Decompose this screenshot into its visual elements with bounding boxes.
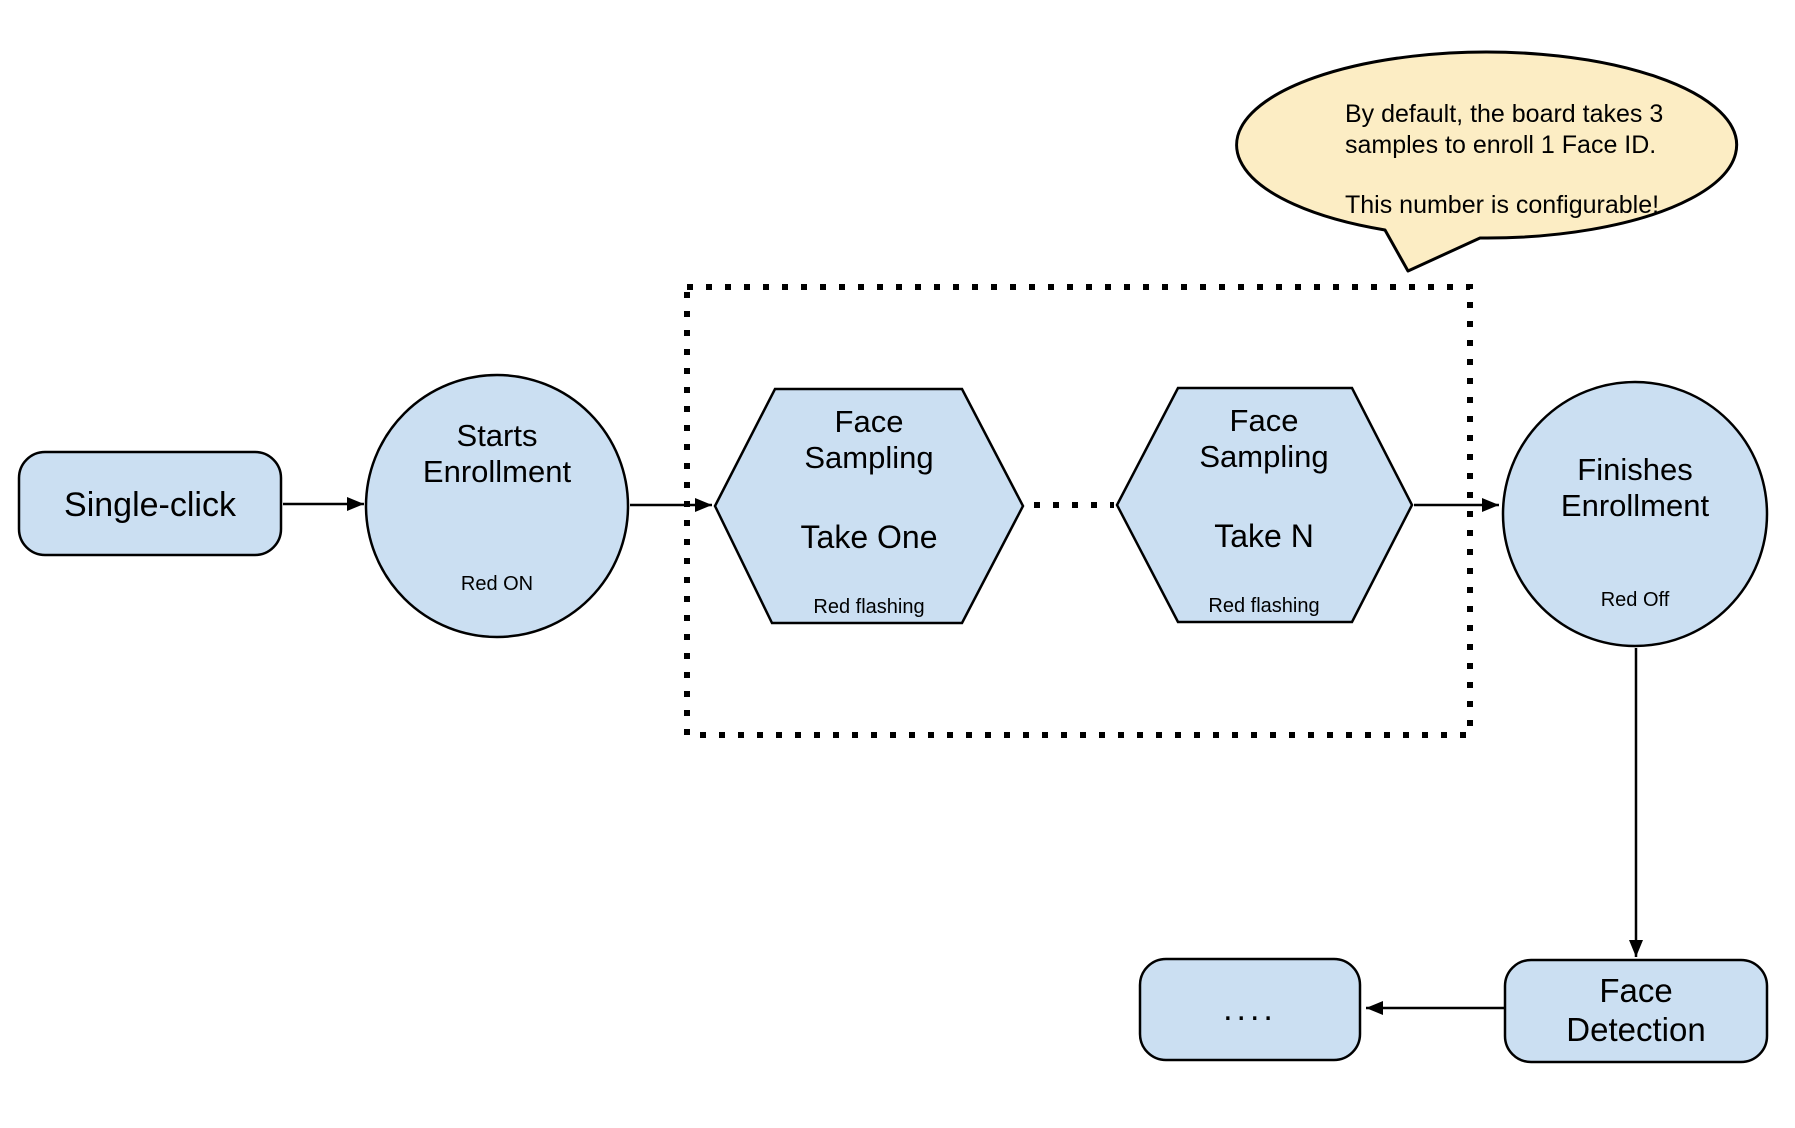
continuation-node: .... — [1138, 957, 1362, 1062]
face-detection-node: Face Detection — [1503, 958, 1769, 1064]
face-sampling-take-one-take: Take One — [801, 519, 938, 555]
callout-bubble: By default, the board takes 3 samples to… — [1235, 50, 1739, 273]
face-detection-label-line2: Detection — [1566, 1011, 1705, 1048]
continuation-label: .... — [1223, 990, 1277, 1028]
single-click-label: Single-click — [64, 486, 237, 524]
finishes-enrollment-status: Red Off — [1601, 589, 1670, 611]
face-sampling-take-one-line2: Sampling — [804, 440, 933, 475]
face-sampling-take-one-node: Face Sampling Take One Red flashing — [713, 387, 1025, 625]
face-sampling-take-n-line1: Face — [1230, 403, 1299, 438]
face-sampling-take-one-line1: Face — [835, 404, 904, 439]
face-detection-label-line1: Face — [1599, 972, 1672, 1009]
starts-enrollment-label-line1: Starts — [457, 418, 538, 453]
face-sampling-take-n-node: Face Sampling Take N Red flashing — [1115, 386, 1414, 624]
continuation-shape — [1138, 957, 1362, 1062]
face-sampling-take-one-shape — [713, 387, 1025, 625]
starts-enrollment-node: Starts Enrollment Red ON — [364, 373, 630, 639]
starts-enrollment-shape — [364, 373, 630, 639]
single-click-shape — [17, 450, 283, 557]
callout-line-2: samples to enroll 1 Face ID. — [1345, 131, 1656, 159]
single-click-node: Single-click — [17, 450, 283, 557]
starts-enrollment-label-line2: Enrollment — [423, 454, 572, 489]
sampling-loop-dotted-border — [684, 284, 1473, 738]
face-sampling-take-n-take: Take N — [1214, 518, 1314, 554]
face-sampling-take-n-status: Red flashing — [1208, 595, 1319, 617]
finishes-enrollment-label-line2: Enrollment — [1561, 488, 1710, 523]
face-sampling-take-n-shape — [1115, 386, 1414, 624]
finishes-enrollment-shape — [1501, 380, 1769, 648]
callout-line-3: This number is configurable! — [1345, 191, 1659, 219]
face-sampling-take-one-status: Red flashing — [813, 596, 924, 618]
callout-line-1: By default, the board takes 3 — [1345, 100, 1663, 128]
callout-bubble-shape — [1235, 50, 1739, 273]
finishes-enrollment-label-line1: Finishes — [1577, 452, 1692, 487]
starts-enrollment-status: Red ON — [461, 573, 533, 595]
finishes-enrollment-node: Finishes Enrollment Red Off — [1501, 380, 1769, 648]
face-sampling-take-n-line2: Sampling — [1199, 439, 1328, 474]
face-detection-shape — [1503, 958, 1769, 1064]
